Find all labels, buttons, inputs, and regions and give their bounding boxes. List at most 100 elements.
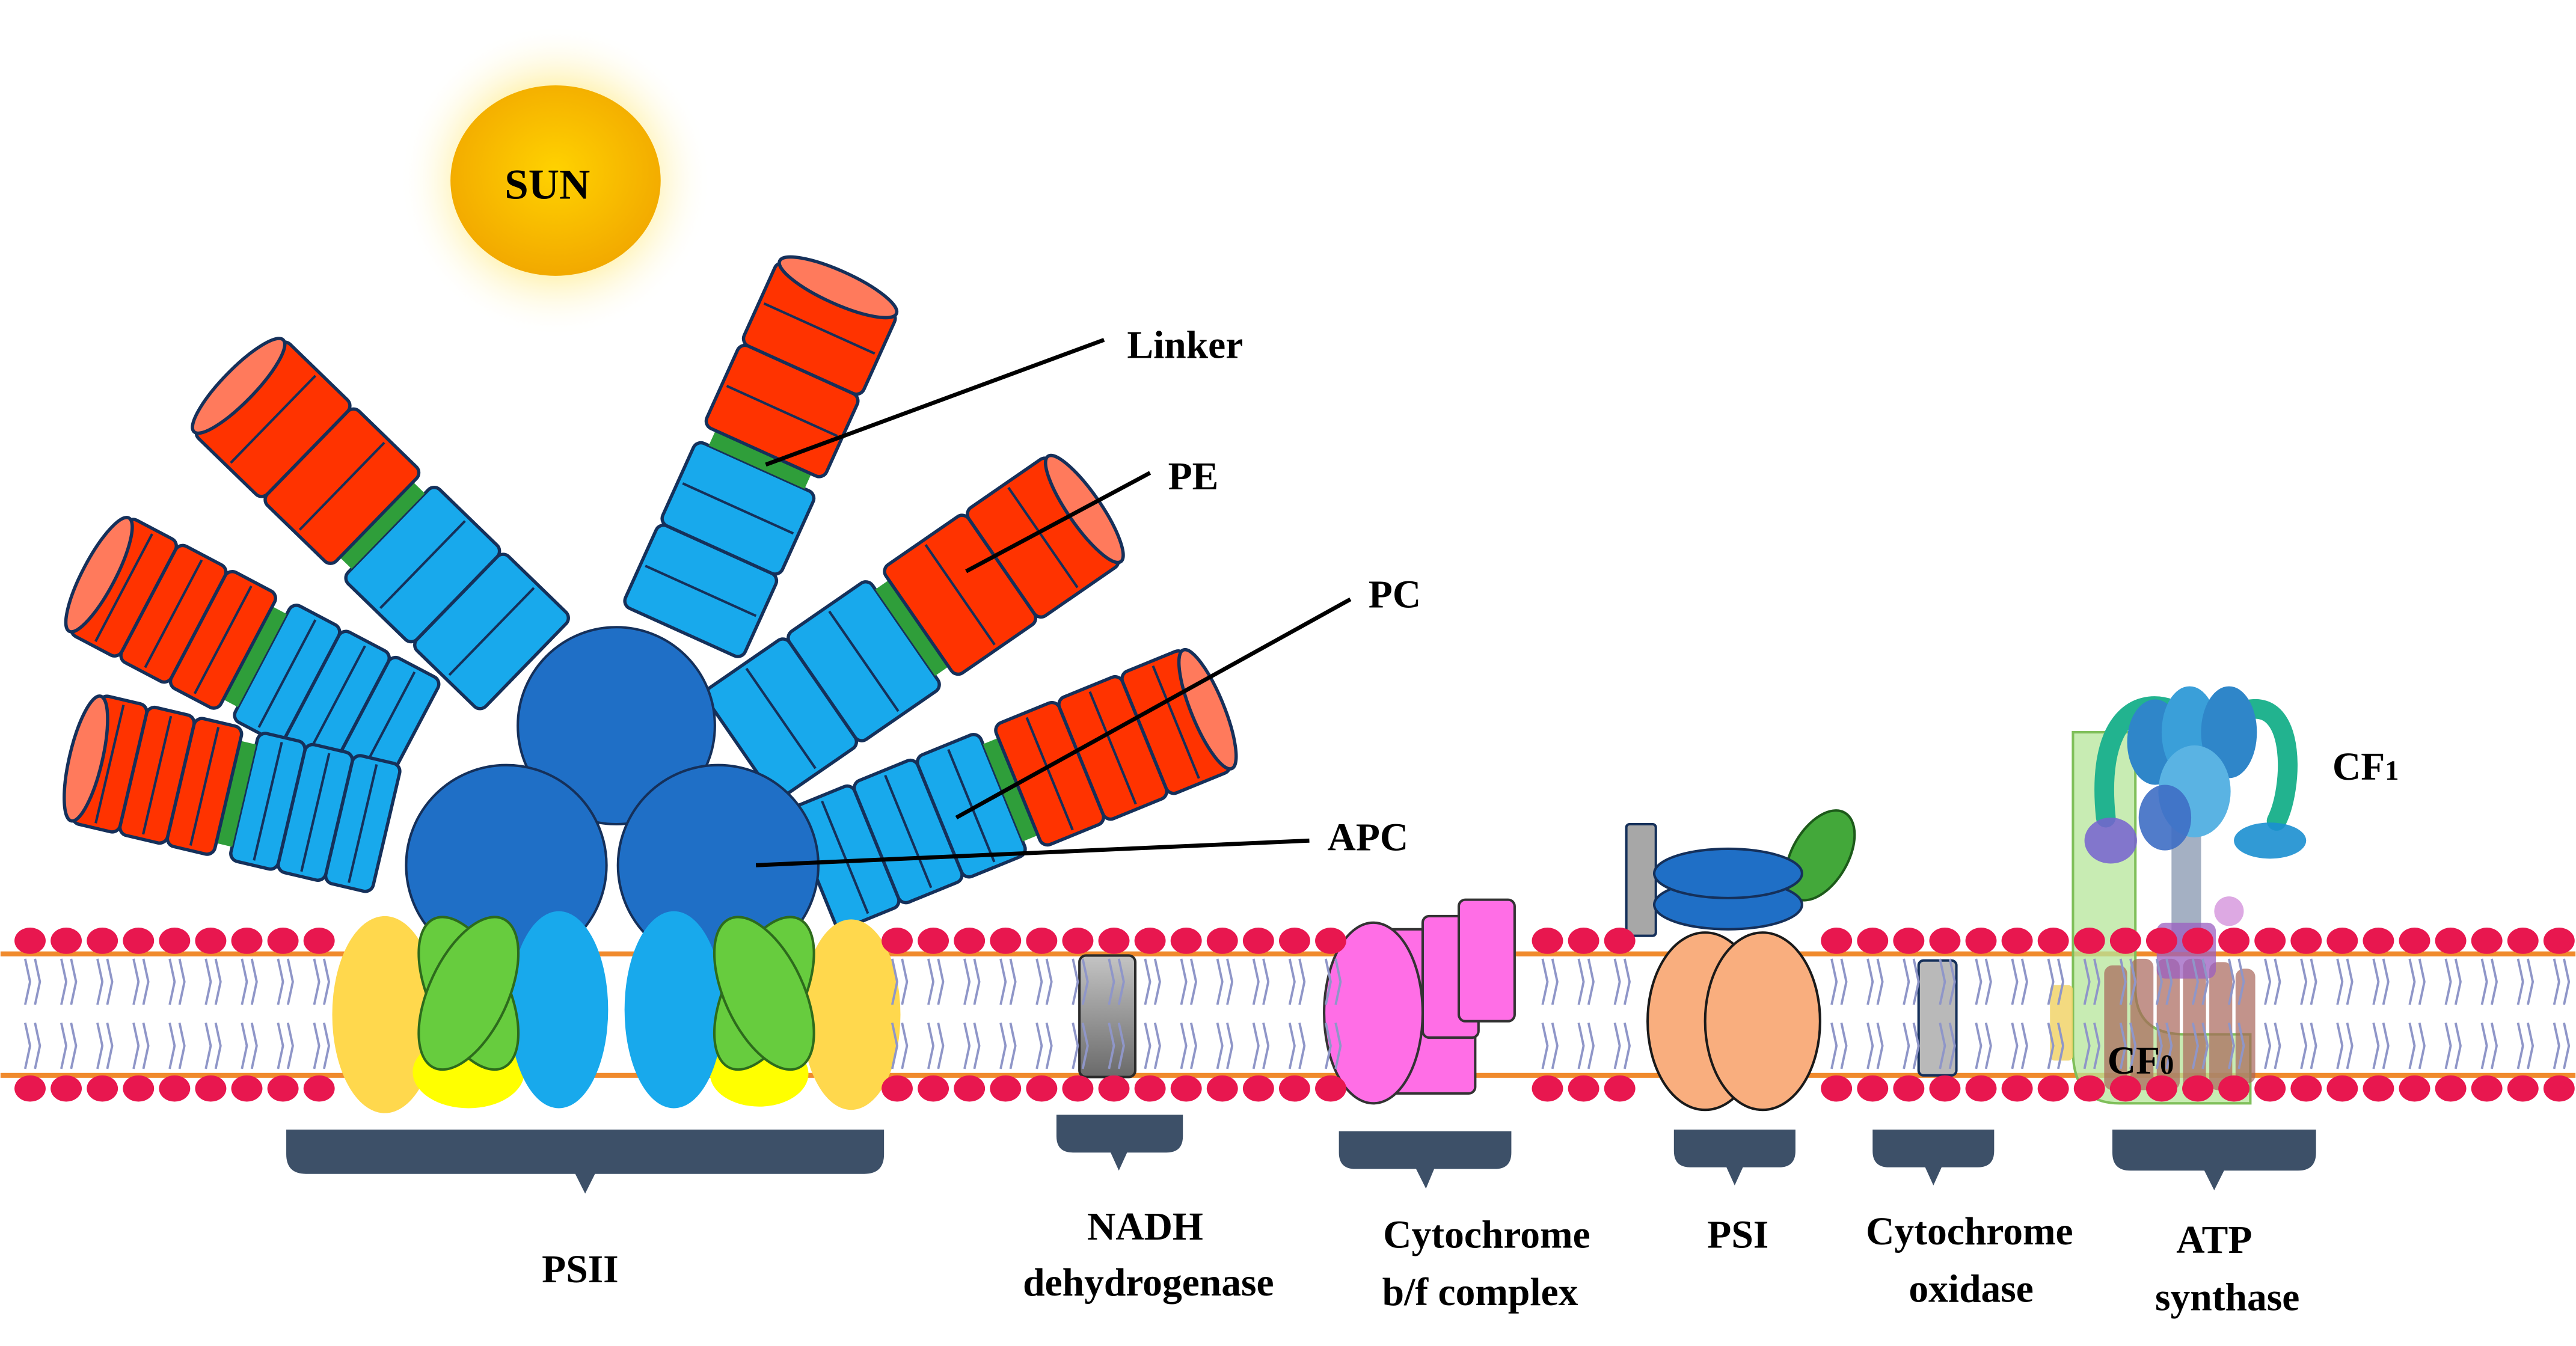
lipid-tail — [277, 958, 294, 1005]
lipid-head — [1857, 928, 1889, 954]
lipid-tail — [2480, 958, 2498, 1005]
lipid-tail — [1939, 1023, 1956, 1069]
psii-blue-right — [624, 911, 723, 1109]
linker-leader-line — [765, 338, 1105, 467]
pc-disk-groove — [682, 482, 794, 535]
lipid-tail — [2372, 1023, 2390, 1069]
lipid-tail — [1613, 958, 1631, 1005]
pe-disk-groove — [298, 441, 385, 531]
lipid-tail — [23, 958, 41, 1005]
lipid-tail — [1324, 1023, 1342, 1069]
lipid-head — [195, 1075, 227, 1102]
lipid-tail — [2083, 1023, 2101, 1069]
lipid-tail — [2047, 1023, 2065, 1069]
lipid-head — [1532, 1075, 1563, 1102]
apc-disc-top — [517, 626, 716, 826]
lipid-tail — [1903, 1023, 1920, 1069]
lipid-tail — [1577, 1023, 1595, 1069]
lipid-tail — [1541, 1023, 1559, 1069]
lipid-head — [2290, 928, 2322, 954]
pe-disk-groove — [94, 533, 153, 642]
lipid-head — [2001, 1075, 2033, 1102]
atp-synthase — [2050, 686, 2307, 1105]
lipid-tail — [963, 958, 981, 1005]
psii-green-left-b — [417, 916, 520, 1071]
pc-disk-groove — [645, 564, 757, 617]
pc-disk-groove — [348, 764, 378, 883]
lipid-tail — [2228, 958, 2245, 1005]
lipid-head — [882, 1075, 913, 1102]
lipid-head — [267, 1075, 299, 1102]
rod-5 — [704, 453, 1125, 800]
lipid-head — [2363, 928, 2394, 954]
psii-green-right-b — [713, 916, 815, 1071]
lipid-head — [2507, 1075, 2539, 1102]
pc-disk-groove — [253, 742, 283, 861]
lipid-head — [1170, 928, 1202, 954]
lipid-head — [231, 1075, 263, 1102]
complex-brackets — [286, 1115, 2316, 1194]
pc-disk-groove — [307, 645, 366, 754]
lipid-tail — [2516, 1023, 2535, 1069]
lipid-head — [1929, 928, 1961, 954]
pe-disk-groove — [94, 705, 125, 824]
lipid-head — [2037, 1075, 2069, 1102]
apc-leader-line — [755, 838, 1310, 867]
lipid-head — [1893, 928, 1925, 954]
psii-complex — [332, 911, 901, 1113]
lipid-head — [14, 1075, 46, 1102]
lipid-head — [1242, 1075, 1274, 1102]
lipid-head — [1857, 1075, 1889, 1102]
lipid-tail — [1180, 958, 1198, 1005]
lipid-tail — [2191, 1023, 2209, 1069]
lipid-head — [1965, 928, 1997, 954]
psi-orange-right — [1704, 931, 1821, 1112]
psii-yellow-right — [802, 919, 901, 1110]
lipid-head — [2073, 928, 2105, 954]
lipid-tail — [999, 958, 1017, 1005]
lipid-head — [1929, 1075, 1961, 1102]
linker-label: Linker — [1127, 323, 1243, 367]
cytbf-label-line2: b/f complex — [1382, 1271, 1578, 1314]
nadh-label-line1: NADH — [1087, 1205, 1203, 1249]
lipid-head — [51, 928, 82, 954]
pc-disk-groove — [379, 520, 466, 610]
lipid-head — [2326, 928, 2358, 954]
lipid-bilayer — [14, 928, 2575, 1102]
pe-end-face — [63, 694, 109, 823]
lipid-tail — [891, 958, 909, 1005]
lipid-head — [2507, 928, 2539, 954]
rod-3 — [63, 694, 402, 893]
atp-label-line1: ATP — [2176, 1219, 2252, 1262]
lipid-head — [1206, 928, 1238, 954]
pe-leader-line — [965, 471, 1152, 574]
lipid-tail — [1830, 1023, 1848, 1069]
lipid-head — [1098, 928, 1130, 954]
pc-label: PC — [1369, 573, 1421, 616]
lipid-tail — [313, 1023, 331, 1069]
lipid-tail — [2408, 1023, 2426, 1069]
lipid-tail — [963, 1023, 981, 1069]
lipid-head — [303, 928, 335, 954]
lipid-tail — [1252, 1023, 1270, 1069]
lipid-tail — [96, 958, 114, 1005]
lipid-head — [2471, 928, 2503, 954]
psi-bracket — [1673, 1129, 1796, 1185]
lipid-head — [159, 1075, 191, 1102]
pe-disk-groove — [1025, 717, 1074, 831]
psii-bracket — [286, 1129, 885, 1194]
lipid-head — [2254, 1075, 2286, 1102]
lipid-tail — [1866, 958, 1884, 1005]
lipid-head — [2435, 928, 2467, 954]
psi-complex — [1625, 809, 1856, 1112]
psii-label: PSII — [542, 1248, 618, 1291]
pe-disk-groove — [144, 559, 203, 668]
linker-segment — [216, 741, 257, 847]
lipid-tail — [1252, 958, 1270, 1005]
pc-disk-groove — [828, 610, 900, 712]
atp-yellow-subunit — [2050, 985, 2073, 1061]
lipid-head — [2218, 928, 2250, 954]
lipid-tail — [2047, 958, 2065, 1005]
